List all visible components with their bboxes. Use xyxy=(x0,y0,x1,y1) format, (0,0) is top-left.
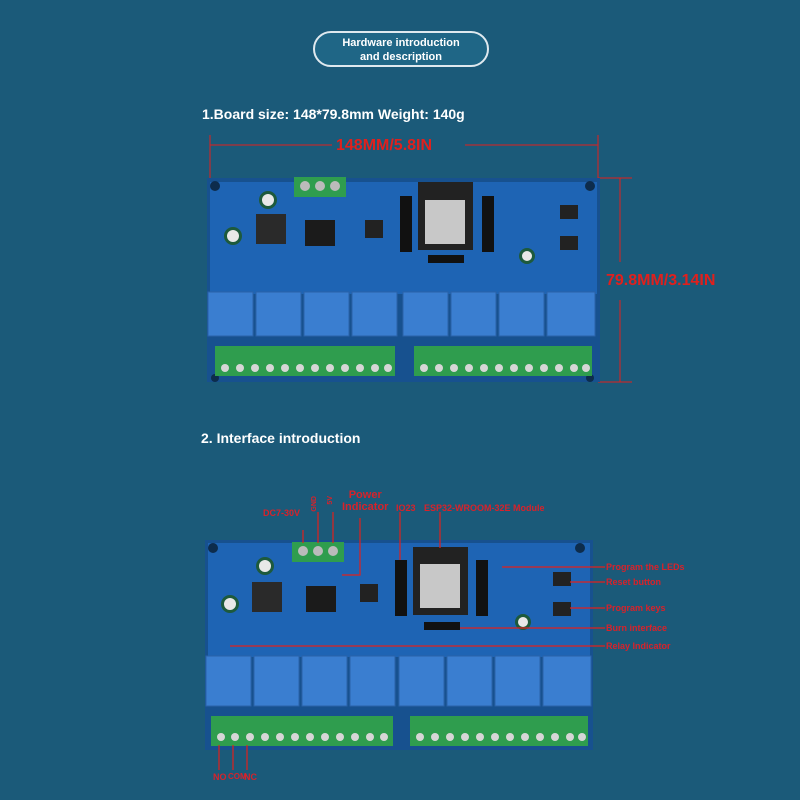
power-indicator-line-1: Power xyxy=(348,489,382,501)
section-2-title: 2. Interface introduction xyxy=(201,430,361,446)
com-label: COM xyxy=(228,772,247,781)
io23-label: IO23 xyxy=(396,503,416,513)
width-dimension-label: 148MM/5.8IN xyxy=(336,137,433,154)
program-leds-label: Program the LEDs xyxy=(606,562,685,572)
esp32-module-label: ESP32-WROOM-32E Module xyxy=(424,503,545,513)
power-indicator-line-2: Indicator xyxy=(342,501,389,513)
terminal-label-5v: 5V xyxy=(327,496,334,505)
no-label: NO xyxy=(213,772,227,782)
burn-interface-label: Burn interface xyxy=(606,623,668,633)
nc-label: NC xyxy=(244,772,257,782)
relay-indicator-label: Relay Indicator xyxy=(606,641,671,651)
reset-button-label: Reset button xyxy=(606,577,661,587)
dc-input-label: DC7-30V xyxy=(263,508,301,518)
height-dimension-label: 79.8MM/3.14IN xyxy=(606,272,716,289)
header-badge: Hardware introduction and description xyxy=(313,31,489,67)
terminal-label-gnd: GND xyxy=(311,496,318,512)
power-indicator-label: Power Indicator xyxy=(342,489,388,513)
section-1-title: 1.Board size: 148*79.8mm Weight: 140g xyxy=(202,106,465,122)
program-keys-label: Program keys xyxy=(606,603,666,613)
header-line-2: and description xyxy=(360,51,442,63)
header-line-1: Hardware introduction xyxy=(342,37,460,49)
